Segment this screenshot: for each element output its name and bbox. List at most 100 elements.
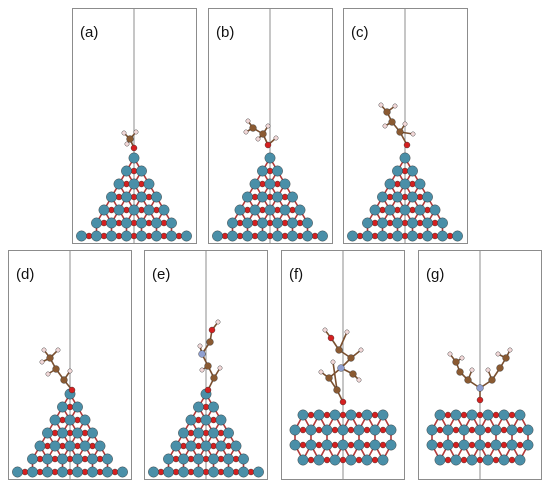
carbon-atom: [206, 338, 214, 346]
oxygen-atom: [468, 426, 476, 434]
bond: [332, 361, 338, 391]
oxygen-atom: [36, 455, 44, 463]
metal-atom: [98, 204, 110, 216]
oxygen-atom: [444, 411, 452, 419]
carbon-atom: [126, 135, 134, 143]
metal-atom: [361, 454, 373, 466]
metal-atom: [223, 427, 234, 439]
oxygen-atom: [100, 219, 108, 227]
nitrogen-atom: [476, 384, 484, 392]
metal-atom: [102, 453, 113, 465]
metal-atom: [215, 414, 227, 426]
metal-atom: [289, 439, 301, 451]
metal-atom: [377, 454, 389, 466]
oxygen-atom: [476, 396, 484, 404]
oxygen-atom: [444, 456, 452, 464]
oxygen-atom: [115, 232, 123, 240]
oxygen-atom: [347, 441, 355, 449]
metal-atom: [79, 440, 91, 452]
metal-atom: [399, 178, 411, 190]
oxygen-atom: [115, 219, 123, 227]
structure-d: [8, 250, 132, 480]
oxygen-atom: [460, 411, 468, 419]
metal-atom: [151, 217, 162, 229]
metal-atom: [128, 178, 140, 190]
metal-atom: [385, 424, 397, 436]
metal-atom: [234, 204, 246, 216]
metal-atom: [76, 230, 87, 242]
metal-atom: [369, 439, 381, 451]
hydrogen-atom: [447, 351, 453, 357]
oxygen-atom: [484, 441, 492, 449]
metal-atom: [329, 454, 341, 466]
metal-atom: [253, 466, 264, 478]
metal-atom: [200, 440, 212, 452]
metal-atom: [279, 204, 291, 216]
metal-atom: [264, 178, 276, 190]
panel-label: (f): [289, 266, 304, 283]
metal-atom: [426, 424, 438, 436]
metal-atom: [458, 424, 470, 436]
structure-g: [418, 250, 542, 480]
oxygen-atom: [500, 441, 508, 449]
panel-b: (b): [208, 8, 333, 244]
metal-atom: [208, 401, 219, 413]
metal-atom: [377, 191, 388, 203]
hydrogen-atom: [124, 141, 130, 147]
hydrogen-atom: [322, 327, 328, 333]
metal-atom: [91, 217, 102, 229]
metal-atom: [313, 409, 325, 421]
carbon-atom: [464, 376, 472, 384]
carbon-atom: [335, 346, 343, 354]
oxygen-atom: [331, 441, 339, 449]
carbon-atom: [502, 354, 510, 362]
oxygen-atom: [100, 232, 108, 240]
metal-atom: [302, 217, 313, 229]
metal-atom: [87, 466, 98, 478]
metal-atom: [392, 217, 403, 229]
metal-atom: [522, 424, 534, 436]
panel-label: (c): [351, 24, 369, 41]
metal-atom: [178, 427, 189, 439]
oxygen-atom: [476, 411, 484, 419]
metal-atom: [392, 191, 403, 203]
oxygen-atom: [85, 232, 93, 240]
metal-atom: [466, 409, 478, 421]
hydrogen-atom: [330, 359, 336, 365]
metal-atom: [181, 230, 192, 242]
metal-atom: [121, 217, 132, 229]
oxygen-atom: [363, 441, 371, 449]
metal-atom: [163, 453, 174, 465]
metal-atom: [151, 191, 162, 203]
metal-atom: [407, 217, 418, 229]
carbon-atom: [456, 368, 464, 376]
oxygen-atom: [500, 426, 508, 434]
metal-atom: [242, 217, 253, 229]
metal-atom: [437, 217, 448, 229]
oxygen-atom: [51, 468, 59, 476]
metal-atom: [128, 152, 140, 164]
structure-c: [343, 8, 468, 244]
metal-atom: [178, 466, 189, 478]
oxygen-atom: [74, 416, 81, 424]
hydrogen-atom: [507, 347, 513, 353]
metal-atom: [91, 230, 102, 242]
carbon-atom: [204, 362, 212, 370]
metal-atom: [434, 409, 446, 421]
oxygen-atom: [44, 442, 51, 450]
oxygen-atom: [492, 456, 500, 464]
carbon-atom: [333, 386, 341, 394]
metal-atom: [329, 409, 341, 421]
oxygen-atom: [468, 441, 476, 449]
hydrogen-atom: [344, 329, 350, 335]
metal-atom: [414, 178, 426, 190]
metal-atom: [264, 152, 276, 164]
oxygen-atom: [115, 193, 123, 201]
metal-atom: [514, 409, 526, 421]
oxygen-atom: [208, 326, 216, 334]
hydrogen-atom: [199, 367, 205, 373]
metal-atom: [128, 204, 140, 216]
metal-atom: [64, 440, 76, 452]
carbon-atom: [60, 376, 68, 384]
oxygen-atom: [66, 468, 74, 476]
